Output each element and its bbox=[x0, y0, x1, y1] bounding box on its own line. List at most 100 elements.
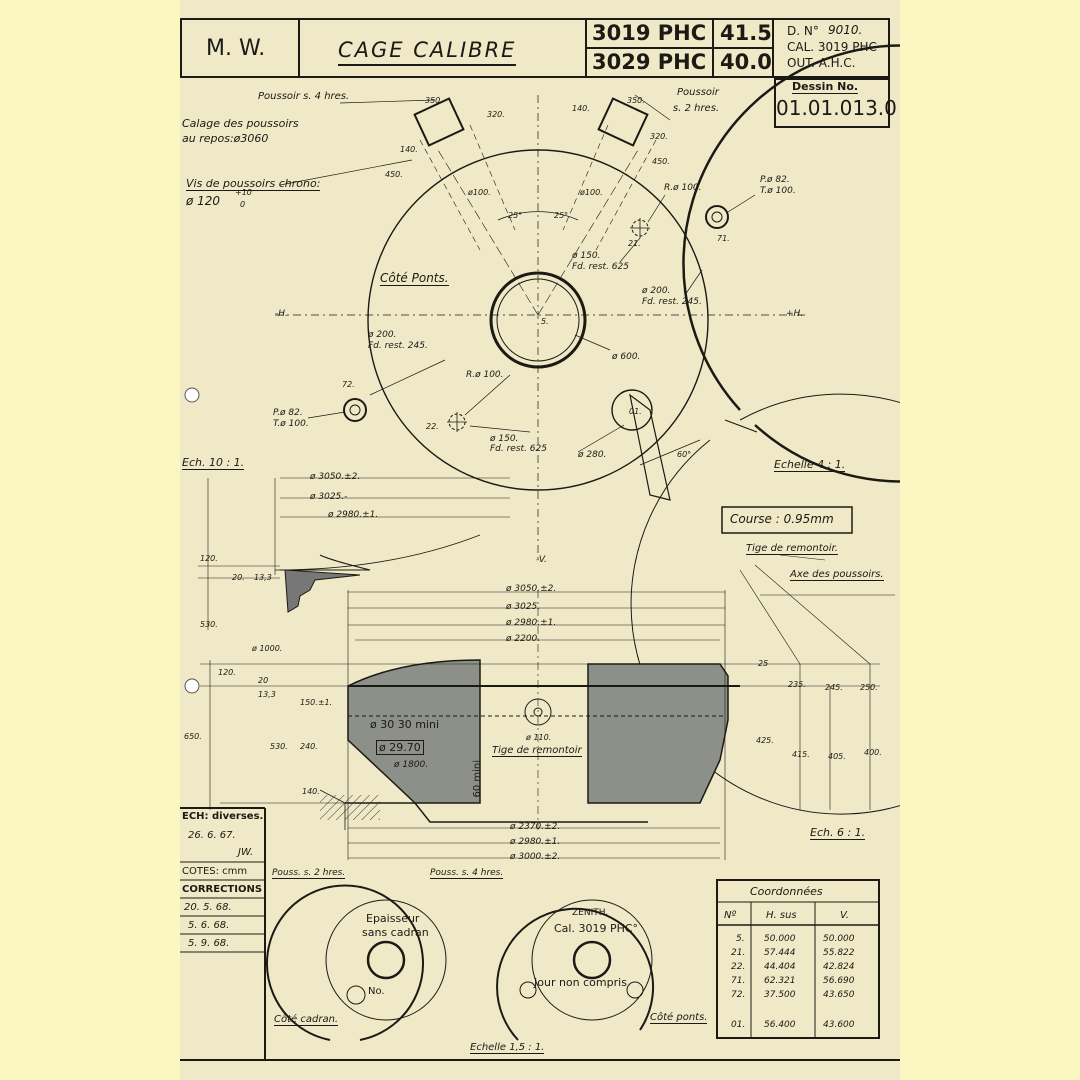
label-epaisseur-2: sans cadran bbox=[362, 926, 429, 939]
cross-section bbox=[200, 554, 895, 860]
dim-650: 650. bbox=[184, 732, 202, 741]
dim-450-right: 450. bbox=[652, 157, 670, 166]
dim-3025: ø 3025. bbox=[506, 602, 541, 612]
label-epaisseur-1: Epaisseur bbox=[366, 912, 420, 925]
label-2970: ø 29.70 bbox=[376, 740, 424, 755]
coord-v: 43.600 bbox=[823, 1020, 855, 1030]
dessin-number: 01.01.013.0 bbox=[776, 96, 897, 120]
label-cote-cadran: Côté cadran. bbox=[274, 1014, 339, 1026]
dim-r100-top: R.ø 100. bbox=[664, 183, 702, 193]
dim-415: 415. bbox=[792, 750, 810, 759]
dim-f200-left: ø 200. bbox=[368, 330, 397, 340]
dim-350-right: 350. bbox=[627, 96, 645, 105]
coord-no: 71. bbox=[731, 976, 746, 986]
side-correction-3: 5. 9. 68. bbox=[188, 938, 230, 949]
label-cote-ponts-bottom: Côté ponts. bbox=[650, 1012, 708, 1024]
coord-header-no: Nº bbox=[724, 910, 737, 921]
dim-H-left: -H. bbox=[275, 309, 288, 319]
dim-60mini: 60 mini bbox=[472, 760, 483, 798]
dn-label: D. N° bbox=[787, 24, 819, 38]
dim-fd625-bottom: Fd. rest. 625 bbox=[490, 444, 547, 454]
drawing-title: CAGE CALIBRE bbox=[338, 38, 517, 66]
dessin-label: Dessin No. bbox=[792, 80, 859, 94]
coord-h: 37.500 bbox=[764, 990, 796, 1000]
dim-140: 140. bbox=[302, 787, 320, 796]
label-poussoir-4h: Poussoir s. 4 hres. bbox=[258, 91, 350, 102]
dim-pt01: 01. bbox=[629, 407, 642, 416]
label-vis-1: Vis de poussoirs chrono: bbox=[186, 177, 321, 191]
dim-320-right: 320. bbox=[650, 132, 668, 141]
dim-3050-small: ø 3050.±2. bbox=[310, 472, 361, 482]
dim-120a: 120. bbox=[200, 554, 218, 563]
side-date: 26. 6. 67. bbox=[188, 830, 236, 841]
dim-1800: ø 1800. bbox=[394, 760, 429, 770]
coord-v: 50.000 bbox=[823, 934, 855, 944]
punch-hole-1 bbox=[184, 387, 200, 403]
dim-110: ø 110. bbox=[526, 733, 552, 742]
dim-H-right: +H. bbox=[786, 309, 804, 319]
dim-f200-top: ø 200. bbox=[642, 286, 671, 296]
dim-350-left: 350. bbox=[425, 96, 443, 105]
dim-pt5: 5. bbox=[541, 317, 549, 326]
dim-2200: ø 2200. bbox=[506, 634, 541, 644]
coord-no: 22. bbox=[731, 962, 746, 972]
label-vis-2: ø 120 bbox=[186, 194, 221, 208]
punch-hole-2 bbox=[184, 678, 200, 694]
dim-250: 250. bbox=[860, 683, 878, 692]
label-cal3019: Cal. 3019 PHC° bbox=[554, 922, 639, 935]
out-label: OUT. A.H.C. bbox=[787, 56, 856, 70]
label-ech6: Ech. 6 : 1. bbox=[810, 826, 866, 840]
dim-240: 240. bbox=[300, 742, 318, 751]
dim-V: -V. bbox=[536, 555, 547, 565]
dim-530a: 530. bbox=[200, 620, 218, 629]
label-mini3030: ø 30 30 mini bbox=[370, 718, 440, 731]
label-echelle4: Echelle 4 : 1. bbox=[774, 458, 846, 472]
dim-pt72: 72. bbox=[342, 380, 355, 389]
label-tige2: Tige de remontoir bbox=[492, 745, 582, 757]
side-ech: ECH: diverses. bbox=[182, 811, 264, 822]
coord-v: 42.824 bbox=[823, 962, 855, 972]
dim-pt21: 21. bbox=[628, 239, 641, 248]
dim-t100-top: T.ø 100. bbox=[760, 186, 796, 196]
coord-h: 57.444 bbox=[764, 948, 796, 958]
side-correction-2: 5. 6. 68. bbox=[188, 920, 230, 931]
dim-3025-small: ø 3025.- bbox=[310, 492, 348, 502]
drawing-sheet: M. W. CAGE CALIBRE 3019 PHC 3029 PHC 41.… bbox=[180, 0, 900, 1080]
label-jour: Jour non compris bbox=[534, 976, 627, 989]
coord-no: 5. bbox=[736, 934, 745, 944]
bottom-views bbox=[266, 884, 655, 1041]
coord-header-h: H. sus bbox=[766, 910, 797, 921]
company-name: M. W. bbox=[206, 36, 266, 61]
dim-1000: ø 1000. bbox=[252, 644, 283, 653]
label-calage-1: Calage des poussoirs bbox=[182, 117, 299, 130]
coord-no: 21. bbox=[731, 948, 746, 958]
coordinate-table-frame bbox=[716, 879, 880, 1039]
size-row-1: 41.5 bbox=[720, 21, 772, 45]
label-axe-poussoirs: Axe des poussoirs. bbox=[790, 569, 884, 581]
dim-400: 400. bbox=[864, 748, 882, 757]
side-correction-1: 20. 5. 68. bbox=[184, 902, 232, 913]
dim-fd245-left: Fd. rest. 245. bbox=[368, 341, 428, 351]
dim-405: 405. bbox=[828, 752, 846, 761]
dim-3050: ø 3050.±2. bbox=[506, 584, 557, 594]
dim-r100-mid: R.ø 100. bbox=[466, 370, 504, 380]
top-view-plate bbox=[275, 44, 900, 815]
coord-title: Coordonnées bbox=[750, 885, 823, 898]
coord-h: 56.400 bbox=[764, 1020, 796, 1030]
dn-value: 9010. bbox=[828, 23, 863, 37]
dim-d100-left: ø100. bbox=[468, 188, 491, 197]
dim-133b: 13,3 bbox=[258, 690, 276, 699]
dim-235: 235. bbox=[788, 680, 806, 689]
label-echelle15: Echelle 1,5 : 1. bbox=[470, 1042, 545, 1054]
coord-h: 44.404 bbox=[764, 962, 796, 972]
dim-f150-top: ø 150. bbox=[572, 251, 601, 261]
label-ech10: Ech. 10 : 1. bbox=[182, 456, 245, 470]
technical-drawing bbox=[180, 44, 900, 1061]
coord-v: 56.690 bbox=[823, 976, 855, 986]
coord-no: 72. bbox=[731, 990, 746, 1000]
dim-25: 25 bbox=[758, 659, 769, 668]
profile-detail bbox=[198, 477, 510, 630]
label-poussoir-2h-1: Poussoir bbox=[677, 87, 719, 98]
dim-150: 150.±1. bbox=[300, 698, 333, 707]
dim-320-left: 320. bbox=[487, 110, 505, 119]
